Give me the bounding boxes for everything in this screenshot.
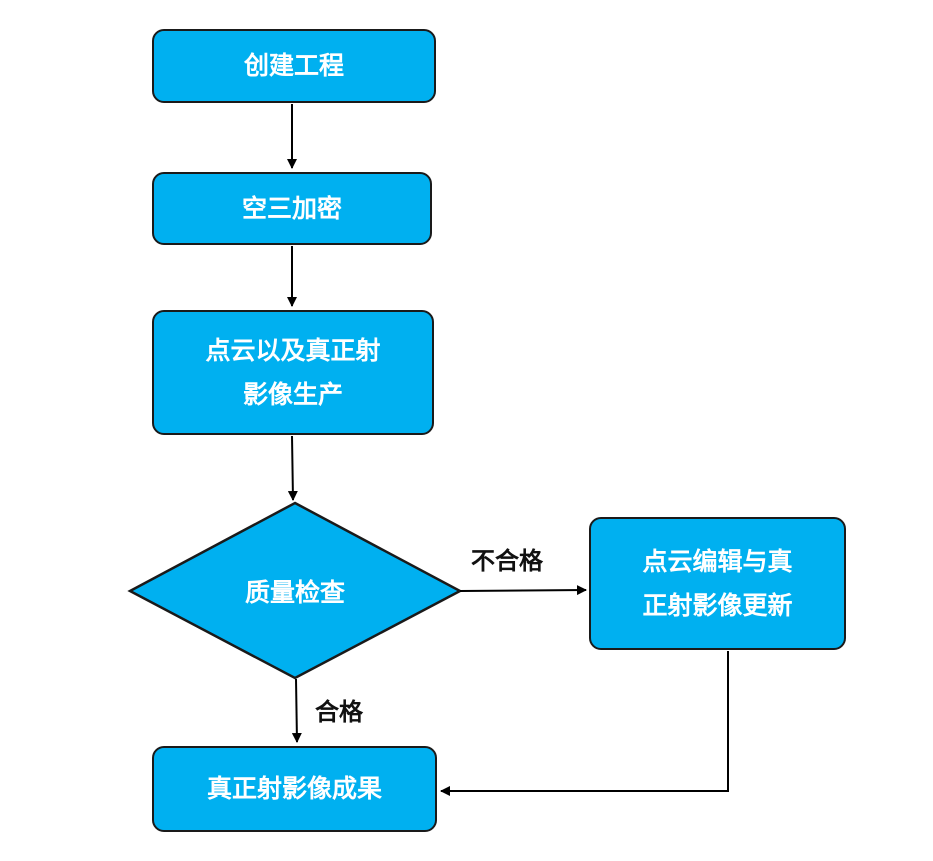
decision-label: 质量检查	[244, 578, 345, 607]
process-label: 真正射影像成果	[206, 774, 382, 803]
process-create-project: 创建工程	[152, 29, 436, 103]
process-label-line-1: 点云编辑与真	[642, 546, 793, 576]
arrow-quality-to-edit	[459, 585, 587, 596]
edge-label-fail: 不合格	[471, 547, 543, 575]
process-result: 真正射影像成果	[152, 746, 437, 832]
arrow-production-to-quality	[287, 435, 298, 501]
process-edit-update: 点云编辑与真 正射影像更新	[589, 517, 846, 650]
process-label-line-2: 正射影像更新	[642, 590, 793, 620]
arrow-edit-to-result	[440, 651, 729, 796]
process-production: 点云以及真正射 影像生产	[152, 310, 434, 435]
arrow-quality-to-result	[291, 678, 302, 743]
process-label: 空三加密	[241, 193, 342, 223]
process-label-line-2: 影像生产	[242, 379, 343, 409]
edge-label-pass: 合格	[315, 698, 363, 726]
decision-diamond-quality-check	[127, 501, 463, 680]
process-aerial-triangulation: 空三加密	[152, 172, 432, 245]
process-label-line-1: 点云以及真正射	[205, 335, 381, 365]
process-label: 创建工程	[243, 51, 344, 80]
